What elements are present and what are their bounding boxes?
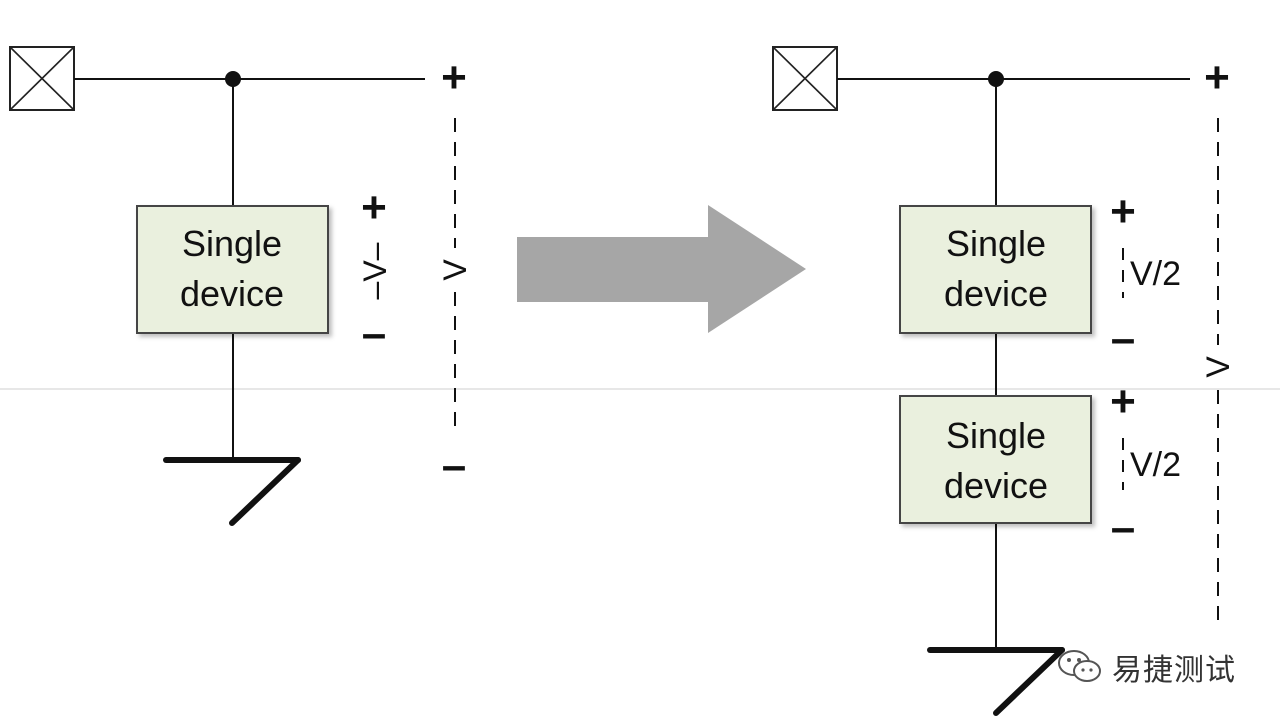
right-top-device-line2: device — [944, 273, 1048, 314]
left-total-voltage: V — [437, 259, 473, 281]
right-bottom-minus: – — [1111, 503, 1135, 552]
right-terminal-icon — [772, 46, 838, 111]
left-total-minus: – — [442, 441, 466, 490]
left-device-voltage: –V– — [357, 242, 393, 299]
right-bottom-device-box — [899, 395, 1092, 524]
right-bottom-device-line1: Single — [946, 415, 1046, 456]
right-top-device-box — [899, 205, 1092, 334]
watermark: 易捷测试 — [1056, 645, 1236, 689]
left-device-label-line2: device — [180, 273, 284, 314]
left-device-plus: + — [361, 183, 387, 232]
left-total-plus: + — [441, 53, 467, 102]
left-circuit: Single device + – –V– + V – — [9, 46, 473, 526]
left-ground-icon — [163, 457, 301, 526]
right-total-voltage: V — [1200, 356, 1236, 378]
right-ground-icon — [927, 647, 1065, 716]
watermark-text: 易捷测试 — [1112, 653, 1236, 688]
right-total-plus: + — [1204, 53, 1230, 102]
right-circuit: Single device + V/2 – Single device + V/… — [772, 46, 1236, 716]
right-bottom-plus: + — [1110, 377, 1136, 426]
right-bottom-voltage: V/2 — [1130, 446, 1181, 484]
left-device-label-line1: Single — [182, 223, 282, 264]
left-device-minus: – — [362, 309, 386, 358]
right-top-device-line1: Single — [946, 223, 1046, 264]
left-device-box — [136, 205, 329, 334]
transform-arrow-icon — [517, 205, 806, 333]
right-top-minus: – — [1111, 314, 1135, 363]
right-top-plus: + — [1110, 187, 1136, 236]
right-bottom-device-line2: device — [944, 465, 1048, 506]
wechat-icon — [1058, 650, 1101, 682]
left-terminal-icon — [9, 46, 75, 111]
right-top-voltage: V/2 — [1130, 255, 1181, 293]
